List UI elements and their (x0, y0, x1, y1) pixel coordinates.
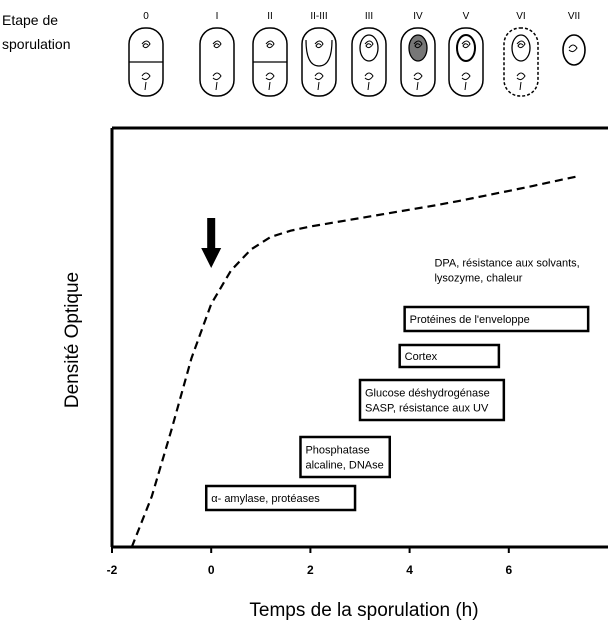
chromosome-icon (265, 72, 275, 91)
annotation-border (204, 484, 357, 512)
chromosome-icon (265, 40, 275, 49)
stage-label: VI (516, 11, 525, 22)
annotation-border (403, 305, 590, 333)
engulfing-membrane-icon (305, 39, 333, 67)
stage-label: V (463, 11, 470, 22)
chromosome-icon (461, 72, 471, 91)
annotation-boxes: DPA, résistance aux solvants, lysozyme, c… (204, 258, 590, 512)
stage-cell: II (252, 11, 288, 97)
x-tick-label: 0 (208, 563, 215, 577)
chromosome-icon (212, 40, 222, 49)
x-ticks: -2 0 2 4 6 (107, 547, 512, 577)
x-tick-label: -2 (107, 563, 118, 577)
stage-cell: III (351, 11, 387, 97)
x-tick-label: 4 (406, 563, 413, 577)
arrow-shaft (207, 218, 216, 250)
start-arrow-marker (201, 218, 222, 268)
annotation-box: Cortex (398, 343, 501, 369)
stage-label: 0 (143, 11, 149, 22)
plot-area: -2 0 2 4 6 DPA, résistance aux solvants, lyso… (107, 126, 608, 577)
annotation-text: alcaline, DNAse (305, 460, 383, 472)
free-spore-icon (562, 34, 586, 66)
stage-cell: VII (562, 11, 586, 66)
stage-cell: V (448, 11, 484, 97)
cell-outline-icon (301, 27, 337, 97)
stage-label: II-III (310, 11, 327, 22)
chromosome-icon (461, 40, 471, 49)
stage-label: III (365, 11, 373, 22)
chromosome-icon (141, 40, 151, 49)
stage-cell: 0 (128, 11, 164, 97)
annotation-text: Protéines de l'enveloppe (410, 314, 530, 326)
stage-header-label-line2: sporulation (2, 36, 71, 52)
cell-outline-icon (199, 27, 235, 97)
chromosome-icon (212, 72, 222, 91)
stage-label: II (267, 11, 273, 22)
chromosome-icon (516, 40, 526, 49)
x-axis-title: Temps de la sporulation (h) (249, 600, 478, 621)
annotation-text: Phosphatase (305, 445, 369, 457)
annotation-text: DPA, résistance aux solvants, (434, 258, 579, 270)
chromosome-icon (314, 72, 324, 91)
chromosome-icon (314, 40, 324, 49)
stage-cell: IV (400, 11, 436, 97)
annotation-border (398, 343, 501, 369)
stage-cell: I (199, 11, 235, 97)
stage-label: I (216, 11, 219, 22)
chromosome-icon (516, 72, 526, 91)
x-tick-label: 6 (505, 563, 512, 577)
chromosome-icon (413, 72, 423, 91)
stage-header-label-line1: Etape de (2, 12, 58, 28)
chromosome-icon (364, 40, 374, 49)
annotation-text: α- amylase, protéases (211, 493, 320, 505)
annotation-border (358, 378, 506, 422)
annotation-text: Cortex (405, 351, 438, 363)
stage-cell: VI (503, 11, 539, 97)
stage-label: IV (413, 11, 423, 22)
annotation-box: Protéines de l'enveloppe (403, 305, 590, 333)
chromosome-icon (141, 72, 151, 91)
annotation-text: Glucose déshydrogénase (365, 388, 490, 400)
annotation-text: lysozyme, chaleur (434, 273, 522, 285)
chromosome-icon (413, 40, 423, 49)
annotation-box: DPA, résistance aux solvants, lysozyme, c… (434, 258, 579, 285)
stage-cell: II-III (301, 11, 337, 97)
y-axis-title: Densité Optique (62, 272, 83, 408)
annotation-text: SASP, résistance aux UV (365, 403, 489, 415)
annotation-box: Phosphatase alcaline, DNAse (299, 435, 392, 479)
chromosome-icon (568, 44, 578, 53)
stage-label: VII (568, 11, 580, 22)
annotation-border (299, 435, 392, 479)
x-tick-label: 2 (307, 563, 314, 577)
annotation-box: α- amylase, protéases (204, 484, 357, 512)
arrow-head (201, 248, 222, 268)
chromosome-icon (364, 72, 374, 91)
